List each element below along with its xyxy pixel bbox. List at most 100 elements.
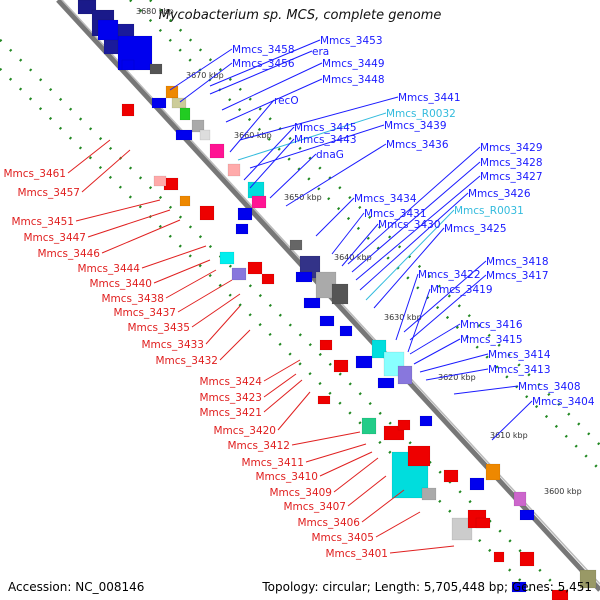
gene-feature [199,205,215,221]
gene-feature [339,325,353,337]
gene-feature [179,195,191,207]
label-leader [315,197,355,237]
label-leader [425,368,489,381]
gene-label-forward: Mmcs_3453 [320,35,383,47]
gene-label-reverse: Mmcs_3451 [11,216,74,228]
gene-label-forward: Mmcs_3431 [364,208,427,220]
gene-label-forward: Mmcs_3436 [386,139,449,151]
label-leader [165,269,217,299]
gene-feature [227,163,241,177]
label-leader [101,219,181,254]
gene-label-reverse: Mmcs_3407 [283,501,346,513]
gene-feature [175,129,193,141]
gene-label-reverse: Mmcs_3420 [213,425,276,437]
gene-feature [77,0,97,15]
label-leader [351,161,481,273]
accession-text: Accession: NC_008146 [8,580,145,594]
gene-label-reverse: Mmcs_3447 [23,232,86,244]
gene-label-forward: era [312,46,329,58]
gene-label-forward: Mmcs_3439 [384,120,447,132]
gene-label-forward: Mmcs_3425 [444,223,507,235]
gene-feature [219,251,235,265]
label-leader [285,143,387,207]
label-leader [453,385,519,395]
gene-label-forward: Mmcs_3428 [480,157,543,169]
gene-label-forward: Mmcs_R0031 [454,205,524,217]
label-leader [249,138,295,189]
gene-label-forward: Mmcs_3429 [480,142,543,154]
label-leader [249,124,385,169]
gene-label-forward: Mmcs_3418 [486,256,549,268]
gene-feature [121,103,135,117]
label-leader [347,146,481,265]
gene-label-forward: Mmcs_3456 [232,58,295,70]
label-leader [389,545,455,554]
gene-feature [209,143,225,159]
label-leader [355,175,481,281]
gene-feature [121,59,135,71]
gene-label-forward: Mmcs_3415 [460,334,523,346]
gene-label-forward: Mmcs_3408 [518,381,581,393]
label-leader [141,245,207,269]
gene-feature [251,195,267,209]
gene-feature [237,207,253,221]
gene-feature [579,569,597,589]
gene-label-forward: Mmcs_3419 [430,284,493,296]
gene-feature [377,377,395,389]
gene-label-forward: Mmcs_3422 [418,269,481,281]
gene-label-reverse: Mmcs_3405 [311,532,374,544]
label-leader [277,391,311,431]
label-leader [263,379,303,413]
scale-tick-label: 3660 kbp [234,131,272,140]
gene-label-reverse: Mmcs_3433 [141,339,204,351]
gene-label-forward: Mmcs_3449 [322,58,385,70]
label-leader [395,273,419,341]
gene-label-forward: Mmcs_3426 [468,188,531,200]
gene-label-forward: Mmcs_3427 [480,171,543,183]
scale-tick-label: 3680 kbp [136,7,174,16]
label-leader [373,227,445,309]
label-leader [409,323,461,355]
label-leader [75,199,161,222]
gene-feature [419,415,433,427]
gene-label-reverse: Mmcs_3457 [17,187,80,199]
gene-label-reverse: Mmcs_3421 [199,407,262,419]
label-leader [153,259,211,284]
label-leader [263,373,297,398]
gene-label-reverse: Mmcs_3406 [297,517,360,529]
label-leader [219,329,251,361]
label-leaders [67,39,533,554]
label-leader [205,305,241,345]
gene-feature [295,271,313,283]
label-leader [333,457,379,493]
gene-feature [319,339,333,351]
gene-label-forward: dnaG [316,149,344,161]
gene-label-forward: Mmcs_3443 [294,134,357,146]
gene-feature [165,85,179,99]
gene-label-reverse: Mmcs_3410 [255,471,318,483]
label-leader [331,212,365,255]
label-leader [263,359,301,382]
label-leader [375,511,421,538]
gene-feature [519,509,535,521]
scale-tick-label: 3670 kbp [186,71,224,80]
gene-label-reverse: Mmcs_3438 [101,293,164,305]
label-leader [319,451,373,477]
gene-feature [513,491,527,507]
gene-label-reverse: Mmcs_3423 [199,392,262,404]
label-leader [239,96,399,141]
gene-feature [333,359,349,373]
label-leader [359,192,469,291]
label-leader [209,50,313,95]
gene-feature [303,297,321,309]
gene-label-reverse: Mmcs_3446 [37,248,100,260]
gene-feature [319,315,335,327]
gene-feature [151,97,167,109]
gene-label-forward: Mmcs_3413 [488,364,551,376]
gene-label-forward: Mmcs_3441 [398,92,461,104]
gene-label-forward: Mmcs_3434 [354,193,417,205]
gene-feature [421,487,437,501]
gene-feature [149,63,163,75]
gene-feature [397,365,413,385]
